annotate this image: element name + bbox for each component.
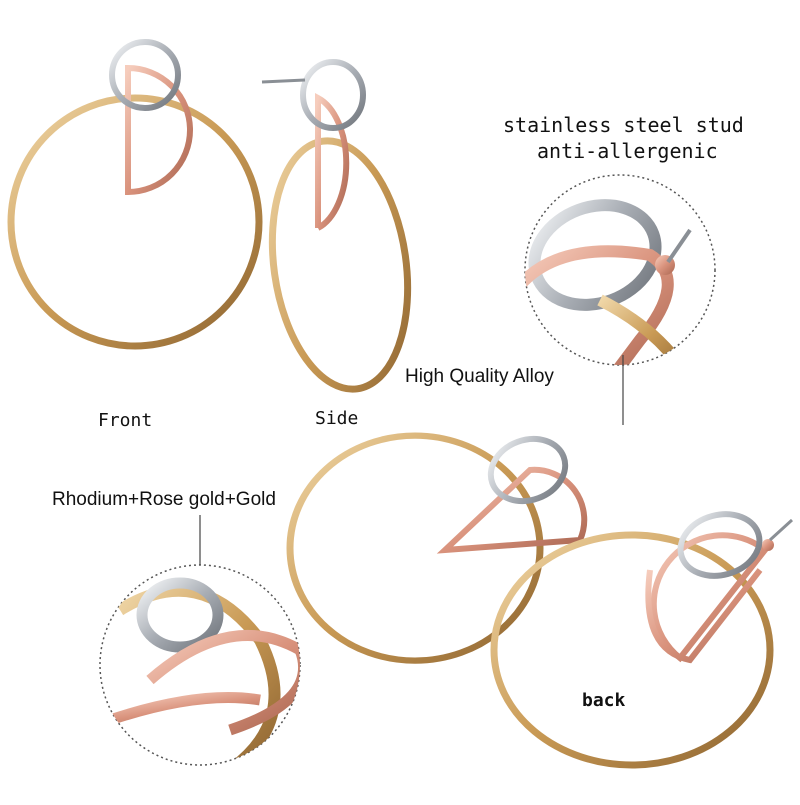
stud-note-line2: anti-allergenic: [537, 139, 718, 163]
alloy-note: High Quality Alloy: [405, 366, 554, 387]
stud-note-line1: stainless steel stud: [503, 113, 744, 137]
metals-note: Rhodium+Rose gold+Gold: [52, 489, 276, 510]
stud-detail-callout: [524, 174, 716, 425]
side-label: Side: [315, 408, 359, 429]
side-earring: [261, 59, 412, 393]
back-label: back: [582, 690, 626, 711]
back-earring-right: [490, 511, 794, 769]
back-earring-left: [286, 432, 588, 664]
front-label: Front: [98, 410, 153, 431]
metals-detail-callout: [99, 515, 301, 766]
front-earring: [7, 39, 263, 350]
